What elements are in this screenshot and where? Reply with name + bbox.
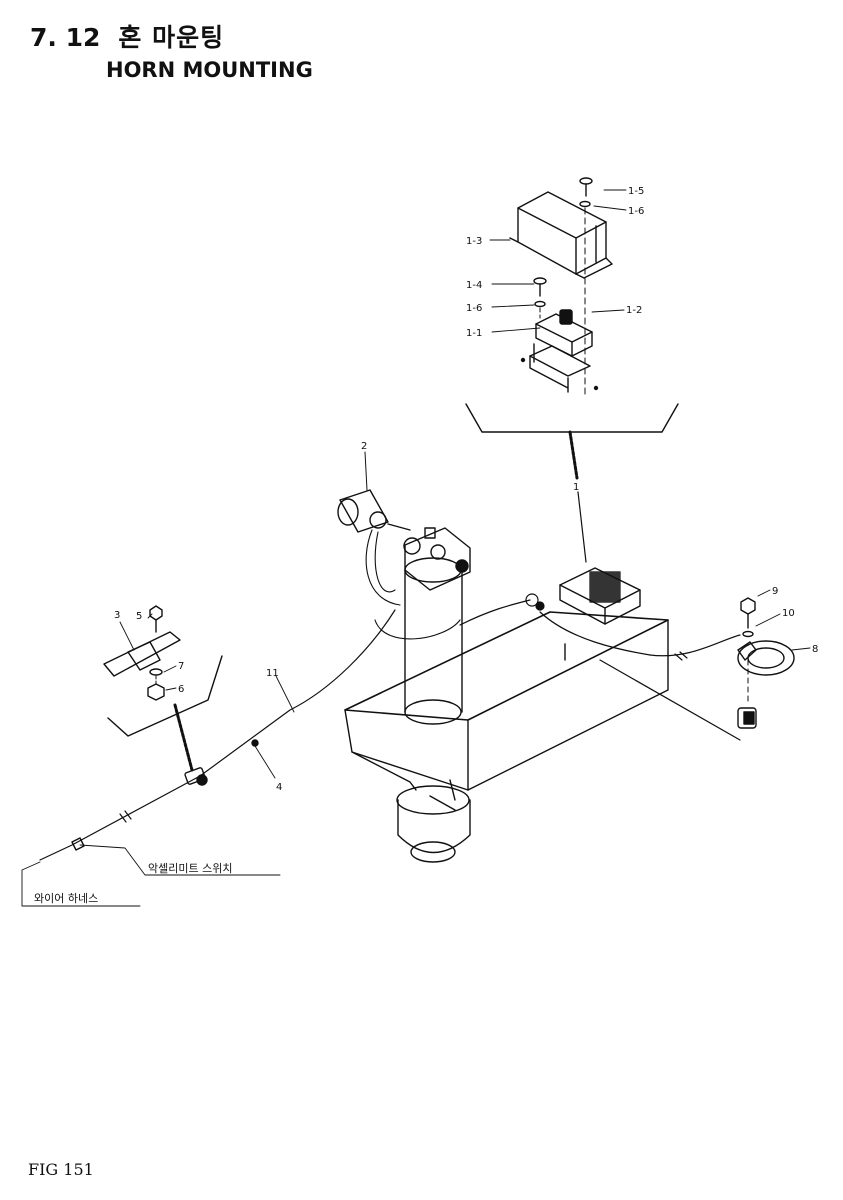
- label-3: 3: [114, 610, 120, 621]
- horn-switch: [337, 489, 461, 640]
- steering-column: [396, 527, 471, 863]
- label-5: 5: [136, 611, 142, 622]
- callout-leader-1: [577, 491, 587, 563]
- detail-leader-1: [568, 430, 579, 480]
- title-korean: 혼 마운팅: [118, 23, 225, 52]
- screw-1-5: [579, 177, 593, 197]
- label-1-5: 1-5: [628, 186, 644, 197]
- washer-1-6b: [534, 300, 546, 308]
- washer-10: [742, 630, 754, 638]
- callout-labels: 1-5 1-6 1-3 1-4 1-6 1-2 1-1 1 2 3 4 5 6 …: [34, 186, 818, 905]
- screw-1-4: [533, 277, 547, 297]
- label-9: 9: [772, 586, 778, 597]
- horn-nut: [737, 707, 757, 729]
- label-1: 1: [573, 482, 579, 493]
- note-wire-harness: 와이어 하네스: [34, 891, 98, 905]
- label-1-6b: 1-6: [466, 303, 482, 314]
- frame-edge-line: [599, 659, 741, 741]
- relay-cover: [509, 191, 613, 279]
- title-block: 7. 12 혼 마운팅 HORN MOUNTING: [30, 18, 313, 82]
- washer-1-6a: [579, 200, 591, 208]
- relay-body: [535, 309, 593, 357]
- label-8: 8: [812, 644, 818, 655]
- relay-base-bracket: [529, 343, 591, 393]
- label-4: 4: [276, 782, 282, 793]
- detail-frame-lower: [107, 655, 223, 737]
- section-number: 7. 12: [30, 23, 101, 52]
- relay-detail: [465, 177, 679, 433]
- label-1-2: 1-2: [626, 305, 642, 316]
- label-6: 6: [178, 684, 184, 695]
- clamp-detail: [103, 605, 223, 737]
- label-10: 10: [782, 608, 795, 619]
- detail-frame-upper: [465, 403, 679, 433]
- label-11: 11: [266, 668, 279, 679]
- figure-label: FIG 151: [28, 1160, 94, 1179]
- label-7: 7: [178, 661, 184, 672]
- machine-base: [344, 611, 741, 811]
- label-1-6a: 1-6: [628, 206, 644, 217]
- callout-leaders: [21, 189, 811, 907]
- note-accel-limit-switch: 악셀리미트 스위치: [148, 862, 232, 875]
- detail-leader-3: [173, 703, 194, 772]
- label-2: 2: [361, 441, 367, 452]
- label-1-1: 1-1: [466, 328, 482, 339]
- callout-leader-2: [364, 451, 368, 491]
- relay-unit: [559, 567, 641, 625]
- bolt-9: [740, 597, 756, 629]
- label-1-4: 1-4: [466, 280, 482, 291]
- title-english: HORN MOUNTING: [106, 58, 313, 82]
- horn: [737, 640, 795, 676]
- wiring: [39, 593, 741, 861]
- label-1-3: 1-3: [466, 236, 482, 247]
